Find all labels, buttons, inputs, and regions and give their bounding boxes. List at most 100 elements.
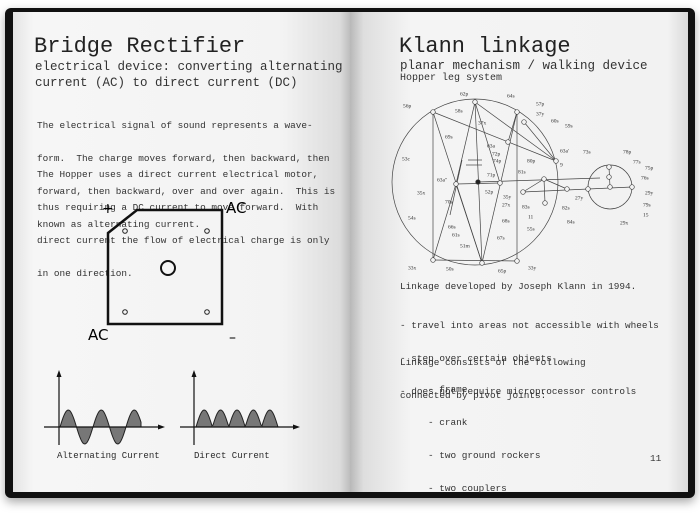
text-line: forward, then backward, over and over ag… [37,186,336,197]
diagram-label: 83s [522,204,530,210]
diagram-label: 52p [485,189,494,195]
diagram-label: 35x [417,190,426,196]
diagram-label: 33y [528,265,537,271]
arrow-icon [158,424,165,430]
text-line: connected by pivot joints: [400,390,547,401]
minus-label: – [229,330,236,346]
pivot-joints [430,99,635,266]
page-number: 11 [650,453,662,464]
features-list: - travel into areas not accessible with … [400,298,659,408]
diagram-label: 63a" [437,177,447,183]
diagram-label: 56p [403,103,412,109]
diagram-label: 75p [645,165,654,171]
diagram-label: 35y [503,194,512,200]
dc-waveform-graph [180,370,300,445]
diagram-label: 79s [643,202,651,208]
diagram-label: 27y [575,195,584,201]
list-item: - does not require microprocessor contro… [400,386,637,397]
diagram-label: 68s [502,218,510,224]
pin-hole [122,309,128,315]
page-subtitle-line2: current (AC) to direct current (DC) [35,76,298,90]
diagram-label: 57p [536,101,545,107]
diagram-label: 29x [620,220,629,226]
diagram-label: 55s [527,226,535,232]
diagram-label: 59s [565,123,573,129]
text-line: in one direction. [37,268,133,279]
diagram-label: 70s [445,199,453,205]
text-line: direct current the flow of electrical ch… [37,235,330,246]
diagram-label: 67s [497,235,505,241]
page-title: Bridge Rectifier [34,34,246,59]
text-line: thus requiring a DC current to move forw… [37,202,319,213]
diagram-caption: Hopper leg system [400,73,503,84]
diagram-label: 33x [408,265,417,271]
diagram-label: 58s [455,108,463,114]
diagram-label: 63a' [560,148,569,154]
diagram-label: 51m [460,243,471,249]
rectifier-illustration: + AC AC – [44,199,300,445]
pin-hole [204,228,210,234]
intro-text: Linkage developed by Joseph Klann in 199… [400,281,637,292]
diagram-label: 78p [623,149,632,155]
text-line: Linkage consists of the following [400,357,586,368]
diagram-label: 71p [487,172,496,178]
text-line: The Hopper uses a direct current electri… [37,169,319,180]
arrow-icon [191,370,197,377]
diagram-label: 63a [487,143,496,149]
diagram-label: 60s [551,118,559,124]
arrow-icon [56,370,62,377]
diagram-label: 73s [583,149,591,155]
pin-hole [122,228,128,234]
diagram-label: 69s [445,134,453,140]
diagram-label: 9 [560,162,563,168]
ac-caption: Alternating Current [57,451,160,461]
diagram-label: 15 [643,212,649,218]
diagram-label: 74p [493,158,502,164]
paragraph-2: The Hopper uses a direct current electri… [37,147,330,290]
diagram-label: 61s [452,232,460,238]
diagram-label: 37y [536,111,545,117]
text-line: The electrical signal of sound represent… [37,120,313,131]
diagram-label: 82s [562,205,570,211]
consists-text: Linkage consists of the following connec… [400,335,586,412]
list-item: - two ground rockers [428,450,541,461]
arrow-icon [293,424,300,430]
page-subtitle-line1: electrical device: converting alternatin… [35,60,343,74]
rectifier-body [106,208,224,326]
diagram-label: 50s [446,266,454,272]
crank-path-circle [391,98,559,266]
diagram-label: 27x [502,202,511,208]
diagram-label: 11 [528,214,534,220]
list-item: - frame [428,384,468,395]
diagram-label: 76s [641,175,649,181]
diagram-label: 54s [408,215,416,221]
dc-caption: Direct Current [194,451,270,461]
pin-hole [204,309,210,315]
list-item: - two couplers [428,483,507,494]
diagram-label: 84s [567,219,575,225]
diagram-label: 53c [402,156,411,162]
list-item: - travel into areas not accessible with … [400,320,659,331]
text-line: form. The charge moves forward, then bac… [37,153,330,164]
ac-label-bottom: AC [88,326,108,344]
diagram-label: 65p [498,268,507,274]
diagram-label: 80p [527,158,536,164]
mounting-hole [160,260,176,276]
diagram-label: 29y [645,190,654,196]
diagram-label: 64s [507,93,515,99]
dc-wave [195,409,279,428]
parts-list: - frame - crank - two ground rockers - t… [428,362,541,505]
page-title: Klann linkage [399,34,571,59]
ac-waveform-graph [44,370,165,445]
diagram-label: 77s [633,159,641,165]
diagram-label: 62p [460,91,469,97]
diagram-label: 37x [478,120,487,126]
list-item: - crank [428,417,468,428]
diagram-label: 81s [518,169,526,175]
list-item: - step over certain objects [400,353,552,364]
bridge-rectifier-diagram: + AC AC – [88,199,246,346]
linkage-bars [432,101,633,264]
diagram-label: 66s [448,224,456,230]
